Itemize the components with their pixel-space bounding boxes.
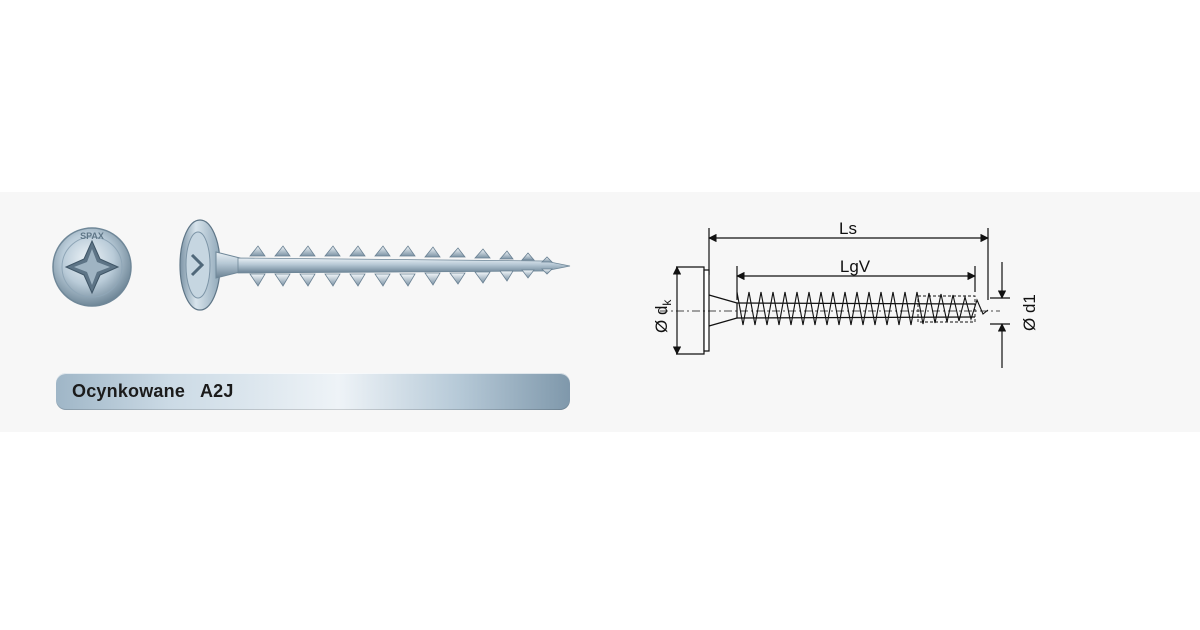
dk-label-main: Ø d	[652, 306, 671, 333]
screw-head-front-view: SPAX	[52, 227, 132, 307]
thread-outline	[736, 291, 989, 326]
spax-head-stamp: SPAX	[80, 231, 104, 241]
ls-dimension-label: Ls	[839, 219, 857, 238]
dk-dimension-label: Ø dk	[652, 299, 674, 333]
coating-label-bar: Ocynkowane A2J	[56, 373, 570, 410]
dk-label-subscript: k	[660, 299, 674, 306]
d1-label-text: Ø d1	[1020, 294, 1039, 331]
svg-text:Ø dk: Ø dk	[652, 299, 674, 333]
screw-photo: SPAX	[52, 219, 571, 311]
lgv-dimension-label: LgV	[840, 257, 871, 276]
coating-label-text: Ocynkowane A2J	[72, 381, 234, 401]
head-outline-lines	[676, 266, 705, 355]
screw-side-view	[179, 219, 571, 311]
d1-dimension-label: Ø d1	[1020, 294, 1039, 331]
technical-drawing: Ls LgV Ø dk Ø d1	[652, 219, 1039, 368]
